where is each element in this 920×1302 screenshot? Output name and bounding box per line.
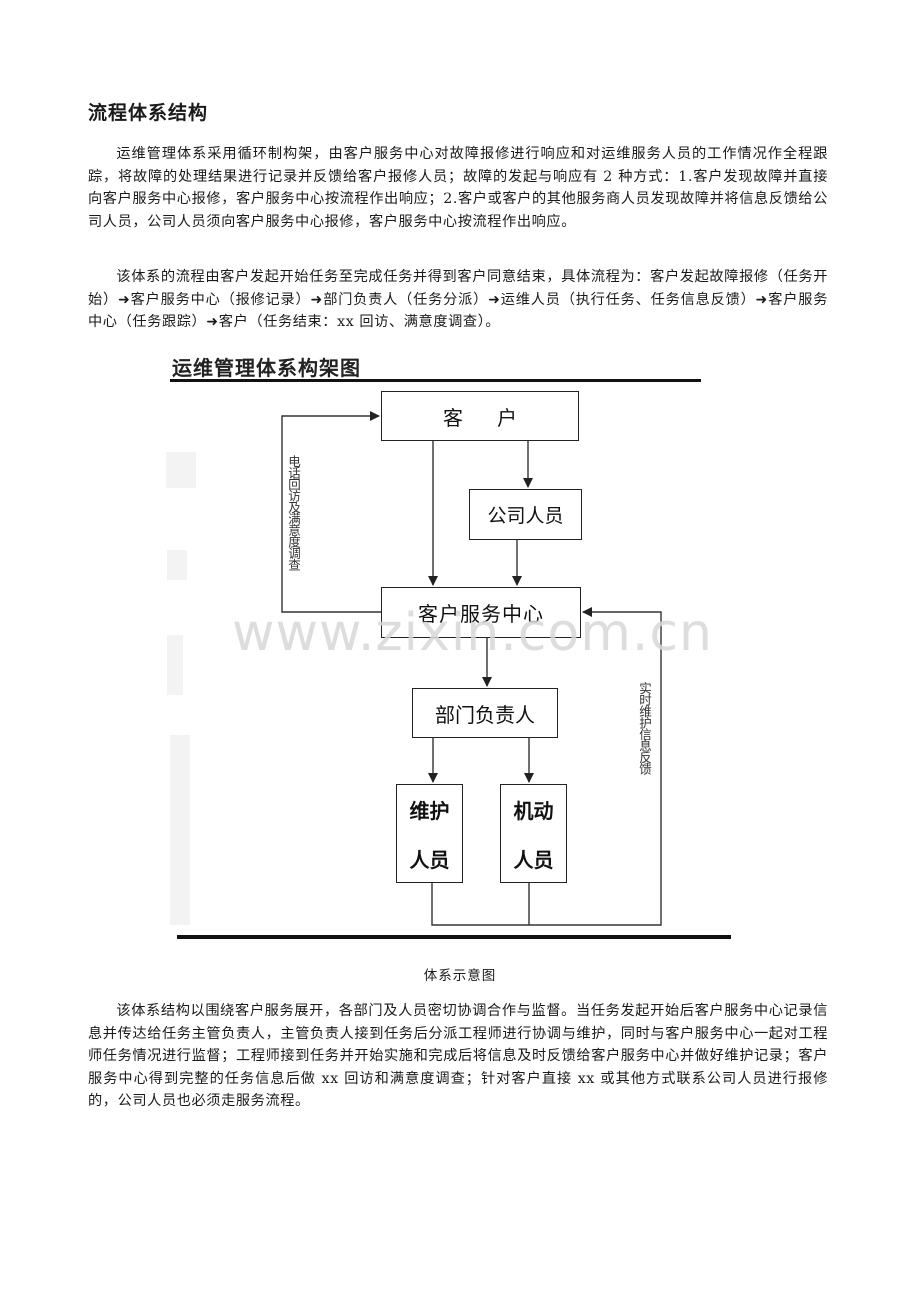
node-label-line: 人员 — [409, 847, 450, 872]
node-customer: 客户 — [381, 391, 579, 441]
diagram-bottom-rule — [177, 935, 731, 939]
node-label-line: 人员 — [513, 847, 554, 872]
node-maintenance-staff: 维护 人员 — [396, 784, 463, 883]
faint-artifact — [170, 735, 190, 925]
edge-label-feedback: 实时维护信息反馈 — [637, 682, 652, 774]
faint-artifact — [166, 452, 196, 488]
faint-artifact — [167, 550, 187, 580]
edge-label-callback: 电话回访及满意度调查 — [286, 455, 301, 570]
section-heading: 流程体系结构 — [88, 102, 209, 124]
figure-caption: 体系示意图 — [423, 968, 497, 984]
diagram-top-rule — [170, 379, 701, 382]
paragraph-process-flow: 该体系的流程由客户发起开始任务至完成任务并得到客户同意结束，具体流程为：客户发起… — [88, 269, 828, 330]
node-mobile-staff: 机动 人员 — [500, 784, 567, 883]
watermark: www.zixin.com.cn — [232, 603, 713, 663]
node-label-line: 维护 — [409, 798, 450, 823]
paragraph-structure: 该体系结构以围绕客户服务展开，各部门及人员密切协调合作与监督。当任务发起开始后客… — [88, 1003, 828, 1109]
node-company-staff: 公司人员 — [469, 489, 582, 540]
node-label-line: 机动 — [513, 798, 554, 823]
faint-artifact — [167, 635, 183, 695]
paragraph-intro: 运维管理体系采用循环制构架，由客户服务中心对故障报修进行响应和对运维服务人员的工… — [88, 146, 828, 230]
node-service-center: 客户服务中心 — [381, 587, 581, 638]
diagram-title: 运维管理体系构架图 — [172, 356, 361, 380]
node-dept-head: 部门负责人 — [412, 688, 558, 738]
